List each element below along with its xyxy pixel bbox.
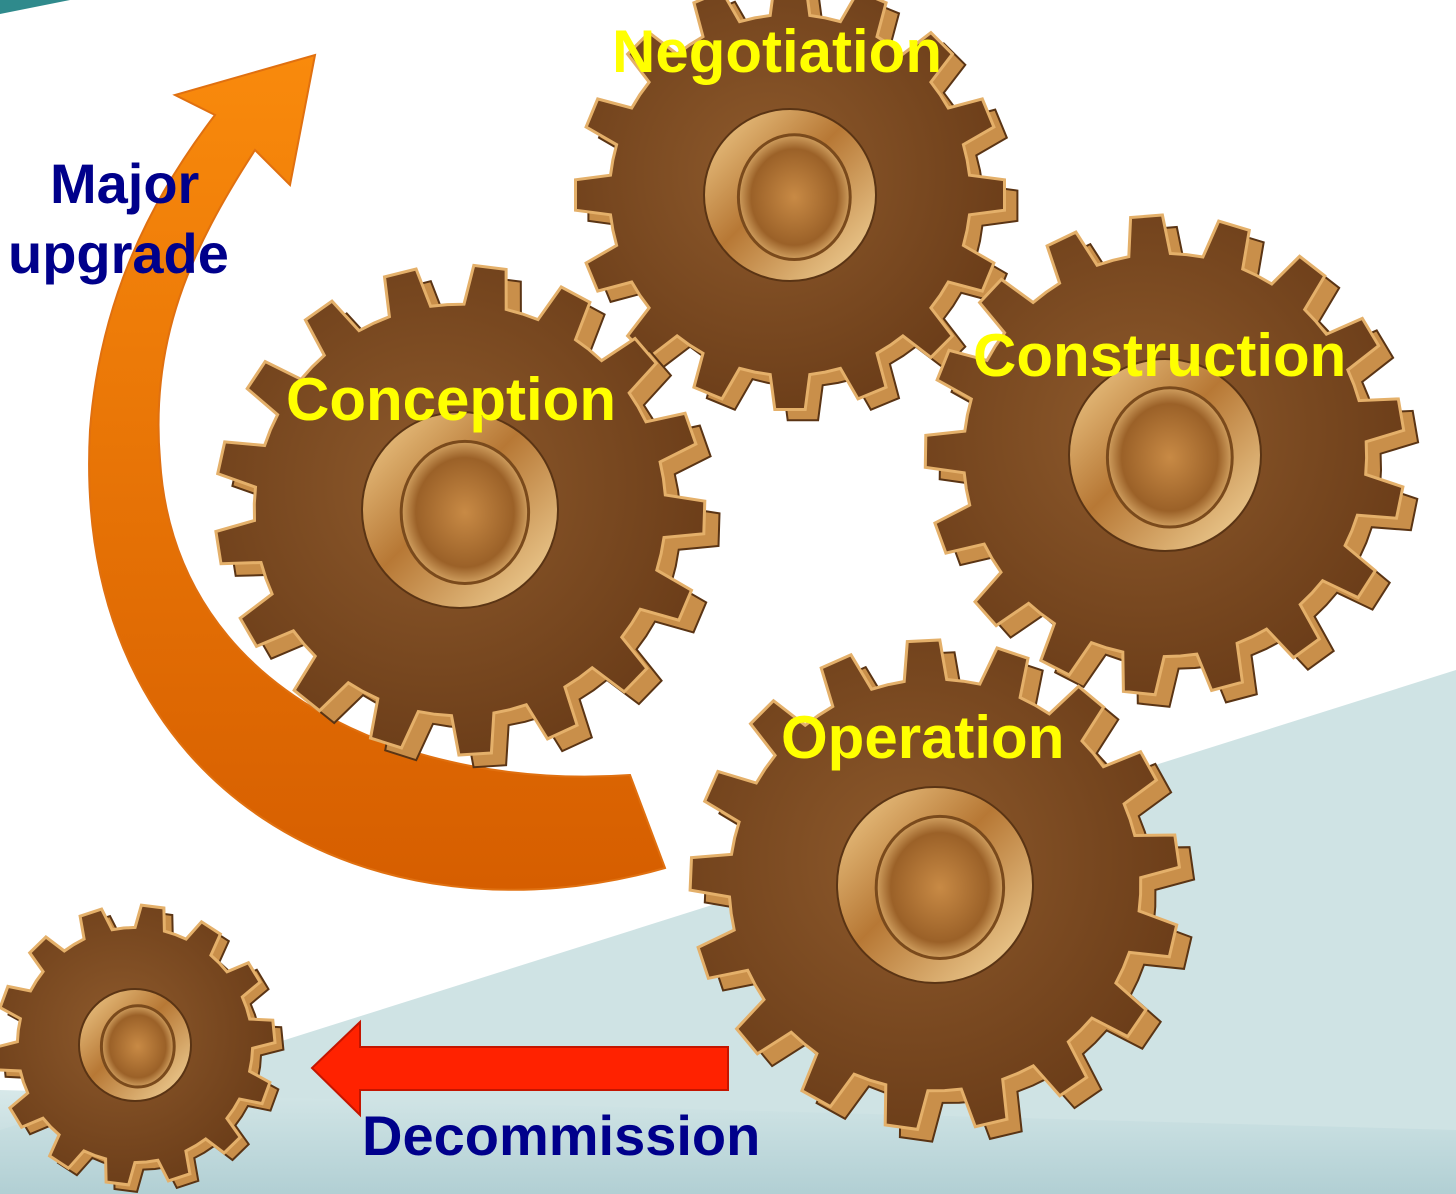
gear-hole — [1105, 386, 1234, 529]
gear-icon-operation — [688, 638, 1196, 1143]
curved-arrow-icon — [88, 53, 667, 891]
operation-label: Operation — [781, 704, 1065, 771]
gear-group — [0, 0, 1420, 1194]
negotiation-label: Negotiation — [612, 18, 942, 85]
major-upgrade-label-line1: Major — [50, 152, 200, 215]
conception-label: Conception — [286, 366, 616, 433]
gear-icon-construction — [923, 213, 1420, 708]
gear-hole — [874, 814, 1006, 961]
gear-icon-negotiation — [574, 0, 1019, 422]
construction-label: Construction — [973, 322, 1347, 389]
gear-hole — [736, 133, 852, 261]
background-band-dark — [0, 1090, 1456, 1194]
gear-icon-conception — [214, 263, 721, 769]
major-upgrade-label-line2: upgrade — [8, 222, 229, 285]
corner-accent — [0, 0, 70, 14]
arrow-left-icon — [310, 1019, 729, 1118]
gear-icon-decommissioned — [0, 903, 285, 1194]
gear-hole — [99, 1004, 176, 1089]
gear-hole — [399, 439, 531, 586]
decommission-label: Decommission — [362, 1104, 761, 1167]
